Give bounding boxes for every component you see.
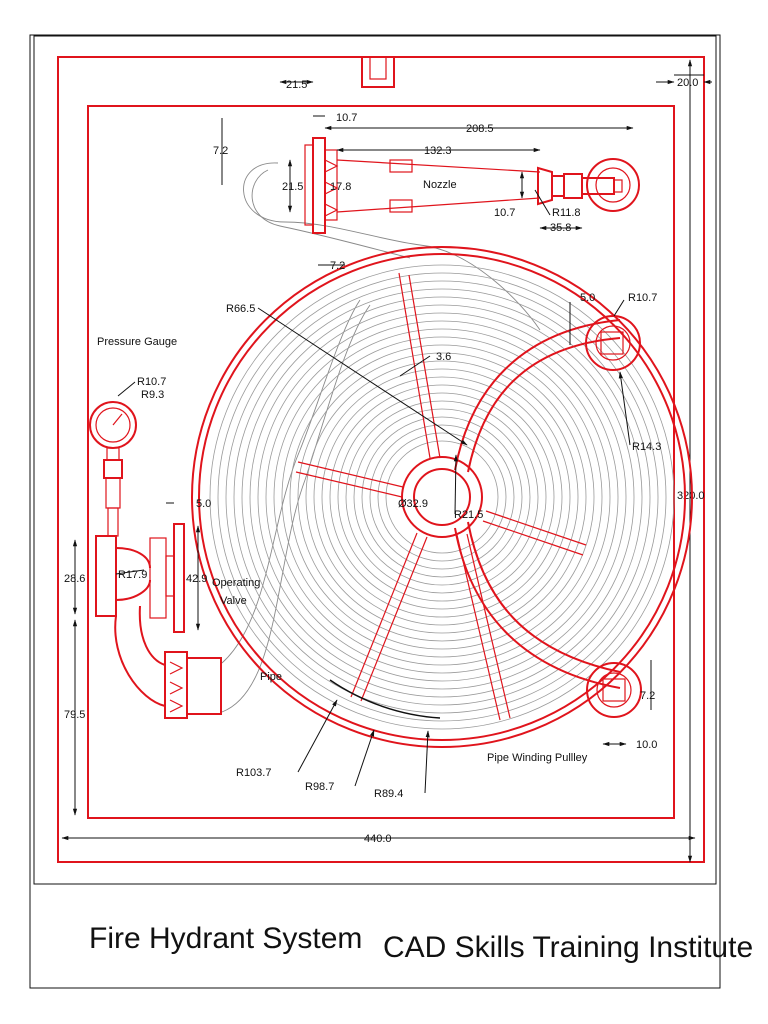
hose-coil (313, 368, 571, 626)
label-pipe-winding-pulley: Pipe Winding Pullley (487, 752, 588, 764)
radius-103-7: R103.7 (236, 767, 271, 779)
dim-5-0-valve: 5.0 (196, 498, 211, 510)
dim-21-5-top: 21.5 (286, 79, 307, 91)
hose-coil (225, 280, 659, 714)
reel-support-arm-bottom (454, 527, 621, 689)
drawing-title: Fire Hydrant System (89, 922, 362, 955)
radius-9-3: R9.3 (141, 389, 164, 401)
dim-17-8: 17.8 (330, 181, 351, 193)
pressure-gauge (89, 401, 137, 537)
border-offset-dimension: 20.0 (656, 74, 712, 89)
cabinet-handle-inner (369, 56, 387, 80)
cabinet-handle (361, 56, 395, 88)
hose-coil (297, 352, 587, 642)
hose-coil (257, 312, 627, 682)
dim-10-0: 10.0 (636, 739, 657, 751)
dim-7-2-bottom: 7.2 (330, 260, 345, 272)
hose-coil (209, 264, 675, 730)
sheet-outer-border (29, 34, 721, 989)
radius-66-5: R66.5 (226, 303, 255, 315)
dim-132-3: 132.3 (424, 145, 452, 157)
label-pipe: Pipe (260, 671, 282, 683)
radius-98-7: R98.7 (305, 781, 334, 793)
dim-10-7-nozzle: 10.7 (494, 207, 515, 219)
hose-coil (345, 400, 539, 594)
institute-name: CAD Skills Training Institute (383, 931, 753, 964)
cabinet-inner-outline (87, 105, 675, 819)
hose-coil (321, 376, 563, 618)
hose-coil (377, 432, 507, 562)
dim-5-0-right: 5.0 (580, 292, 595, 304)
hose-pipe (221, 162, 541, 713)
label-pressure-gauge: Pressure Gauge (97, 336, 177, 348)
hose-coil (329, 384, 555, 610)
reel-coils (209, 264, 675, 730)
dim-79-5: 79.5 (64, 709, 85, 721)
reel-inner-black-arc (329, 679, 441, 719)
hose-coil (273, 328, 611, 666)
hose-coil (361, 416, 523, 578)
radius-10-7-gauge: R10.7 (137, 376, 166, 388)
label-nozzle: Nozzle (423, 179, 457, 191)
dim-320-0: 320.0 (677, 490, 705, 502)
nozzle-ring-inner (595, 167, 631, 203)
top-mount-bracket (585, 315, 641, 371)
hose-coil (241, 296, 643, 698)
hose-coil (369, 424, 515, 570)
hose-coil (281, 336, 603, 658)
dim-440-0: 440.0 (364, 833, 392, 845)
bottom-mount-bracket (586, 662, 642, 718)
dim-3-6: 3.6 (436, 351, 451, 363)
hose-reel (191, 246, 693, 748)
hose-coil (337, 392, 547, 602)
dim-28-6: 28.6 (64, 573, 85, 585)
dim-7-2-left: 7.2 (213, 145, 228, 157)
hose-coil (385, 440, 499, 554)
overall-height-dimension: 320.0 (677, 59, 705, 863)
radius-11-8: R11.8 (552, 207, 581, 219)
dia-32-9: Ø32.9 (398, 498, 428, 510)
dim-group-reel: R66.5 3.6 Ø32.9 R21.5 5.0 R10.7 R14.3 7.… (226, 292, 661, 800)
hose-coil (353, 408, 531, 586)
reel-support-arm-bottom-inner (467, 521, 621, 673)
dim-7-2-lower: 7.2 (640, 690, 655, 702)
hose-coil (265, 320, 619, 674)
dim-21-5-left: 21.5 (282, 181, 303, 193)
operating-valve (95, 523, 222, 719)
dim-group-coupling: 21.5 10.7 208.5 132.3 7.2 21.5 17.8 10.7… (213, 79, 634, 272)
label-operating-valve-2: Valve (220, 595, 247, 607)
hose-coil (289, 344, 595, 650)
radius-21-5: R21.5 (454, 509, 483, 521)
radius-89-4: R89.4 (374, 788, 403, 800)
dim-group-valve: R10.7 R9.3 5.0 28.6 R17.9 42.9 79.5 (64, 376, 211, 816)
radius-10-7-right: R10.7 (628, 292, 657, 304)
dim-20-0: 20.0 (677, 77, 698, 89)
radius-17-9: R17.9 (118, 569, 147, 581)
dim-10-7-top: 10.7 (336, 112, 357, 124)
hose-coil (305, 360, 579, 634)
overall-width-dimension: 440.0 (61, 833, 696, 845)
dim-42-9: 42.9 (186, 573, 207, 585)
radius-14-3: R14.3 (632, 441, 661, 453)
label-operating-valve-1: Operating (212, 577, 260, 589)
nozzle-ring-outer (586, 158, 640, 212)
hose-coil (233, 288, 651, 706)
hose-coil (217, 272, 667, 722)
dim-208-5: 208.5 (466, 123, 494, 135)
reel-spokes (295, 272, 587, 721)
nozzle-assembly (336, 158, 640, 213)
dim-35-8: 35.8 (550, 222, 571, 234)
hose-coil (249, 304, 635, 690)
top-coupling (304, 137, 339, 234)
